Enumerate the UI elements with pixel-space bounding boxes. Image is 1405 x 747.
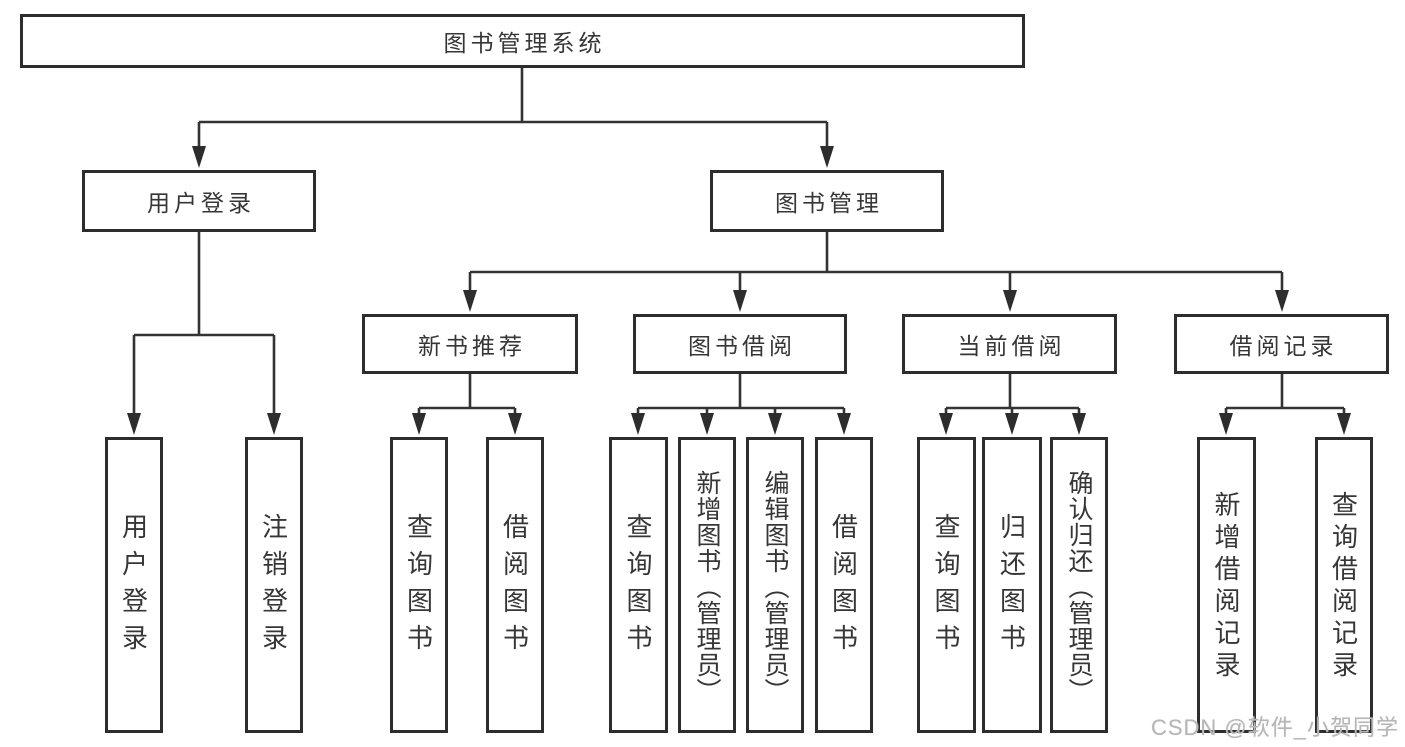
leaf-add-borrow-record: 新增借阅记录 xyxy=(1197,437,1256,733)
leaf-borrow-books: 借阅图书 xyxy=(486,437,544,733)
leaf-confirm-return-admin: 确认归还（管理员） xyxy=(1050,437,1108,733)
node-borrow-records: 借阅记录 xyxy=(1174,314,1389,374)
leaf-edit-book-admin: 编辑图书（管理员） xyxy=(746,437,804,733)
node-library-management-system: 图书管理系统 xyxy=(20,14,1025,68)
csdn-watermark: CSDN @软件_小贺同学 xyxy=(1150,715,1399,740)
leaf-query-books-3: 查询图书 xyxy=(917,437,976,733)
leaf-borrow-books-2: 借阅图书 xyxy=(815,437,873,733)
leaf-user-login: 用户登录 xyxy=(105,437,163,733)
leaf-query-borrow-record: 查询借阅记录 xyxy=(1315,437,1373,733)
node-user-login: 用户登录 xyxy=(82,170,316,232)
leaf-add-book-admin: 新增图书（管理员） xyxy=(678,437,736,733)
leaf-query-books-2: 查询图书 xyxy=(609,437,668,733)
node-current-borrowing: 当前借阅 xyxy=(902,314,1117,374)
node-book-borrowing: 图书借阅 xyxy=(633,314,847,374)
leaf-query-books: 查询图书 xyxy=(390,437,448,733)
leaf-return-book: 归还图书 xyxy=(982,437,1042,733)
arrowheads xyxy=(127,146,1351,435)
node-new-book-recommend: 新书推荐 xyxy=(362,314,578,374)
node-book-management: 图书管理 xyxy=(710,170,944,232)
leaf-logout: 注销登录 xyxy=(245,437,303,733)
